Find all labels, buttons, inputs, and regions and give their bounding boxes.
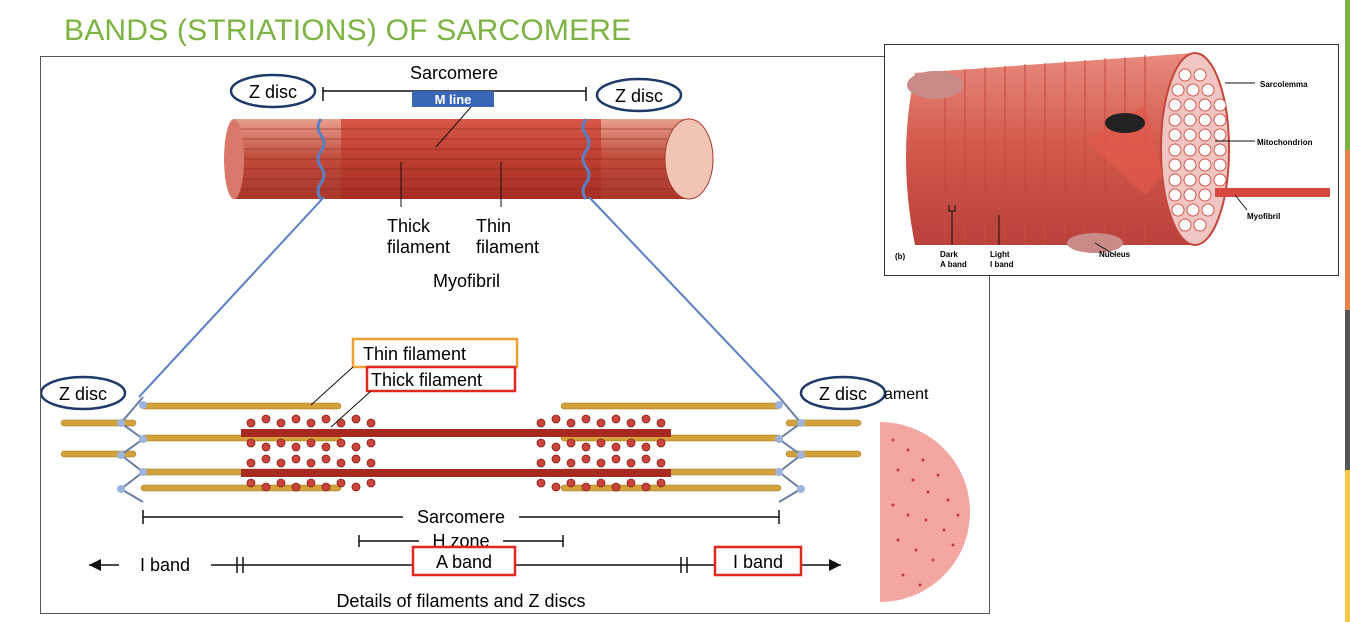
z-disc-label-top-left: Z disc (249, 82, 297, 102)
dark-band-label-1: Dark (940, 250, 958, 259)
muscle-fiber-inset: Sarcolemma Mitochondrion Myofibril Nucle… (884, 44, 1339, 276)
sarcomere-diagram-svg: Sarcomere M line Z disc Z disc Thick fil… (39, 63, 929, 611)
i-band-right-label: I band (733, 552, 783, 572)
sarcomere-label-top: Sarcomere (410, 63, 498, 83)
accent-bar-orange (1345, 150, 1350, 310)
i-band-left-label: I band (140, 555, 190, 575)
thick-filament-label-2: filament (387, 237, 450, 257)
z-disc-label-bottom-left: Z disc (59, 384, 107, 404)
accent-bar-gray (1345, 310, 1350, 470)
nucleus-label: Nucleus (1099, 250, 1131, 259)
nucleus-top (907, 71, 963, 99)
z-disc-line-left (316, 118, 326, 200)
i-band-right-box (713, 545, 803, 577)
light-band-label-2: I band (990, 260, 1014, 269)
z-disc-circle-bottom-right (799, 375, 887, 411)
thin-filaments (60, 402, 862, 492)
slide-title: BANDS (STRIATIONS) OF SARCOMERE (64, 14, 632, 47)
z-disc-line-right (581, 118, 591, 200)
sarcomere-diagram: Sarcomere M line Z disc Z disc Thick fil… (39, 56, 990, 614)
m-line-label: M line (435, 92, 472, 107)
thin-filament-label-2: filament (476, 237, 539, 257)
zoom-line-right (588, 196, 780, 398)
thick-filament-box (365, 365, 517, 393)
mitochondrion-shape (1105, 113, 1145, 133)
z-disc-circle-top-left (229, 73, 317, 109)
myofibril-label: Myofibril (433, 271, 500, 291)
light-band-label-1: Light (990, 250, 1010, 259)
sarcolemma-label: Sarcolemma (1260, 80, 1308, 89)
cross-section-illustration (880, 422, 970, 602)
partial-filament-label: ament (884, 386, 929, 403)
thick-filaments (241, 414, 671, 492)
thin-filament-label-1: Thin (476, 216, 511, 236)
a-band-box (411, 545, 517, 577)
accent-bar-yellow (1345, 470, 1350, 622)
myofibril-cylinder (224, 118, 714, 200)
zoom-line-left (138, 196, 325, 398)
accent-bar-green (1345, 0, 1350, 150)
panel-label: (b) (895, 252, 906, 261)
myofibril-inset-label: Myofibril (1247, 212, 1280, 221)
mitochondrion-label: Mitochondrion (1257, 138, 1313, 147)
myofibril-strand (1215, 188, 1330, 197)
z-disc-circle-bottom-left (39, 375, 127, 411)
z-disc-label-top-right: Z disc (615, 86, 663, 106)
dark-band-label-2: A band (940, 260, 967, 269)
thick-filament-label-1: Thick (387, 216, 431, 236)
z-disc-zigzag-right (777, 396, 803, 503)
sarcomere-label-bottom: Sarcomere (417, 507, 505, 527)
thick-filament-label-bottom: Thick filament (371, 370, 482, 390)
diagram-caption: Details of filaments and Z discs (336, 591, 585, 611)
sarcolemma-flap (1085, 105, 1163, 195)
z-disc-zigzag-left (119, 396, 145, 503)
muscle-fiber-svg: Sarcolemma Mitochondrion Myofibril Nucle… (895, 52, 1330, 269)
m-line-box (412, 91, 494, 107)
fiber-body (906, 53, 1195, 245)
z-disc-label-bottom-right: Z disc (819, 384, 867, 404)
a-band-label: A band (436, 552, 492, 572)
thin-filament-label-bottom: Thin filament (363, 344, 466, 364)
z-disc-circle-top-right (595, 77, 683, 113)
